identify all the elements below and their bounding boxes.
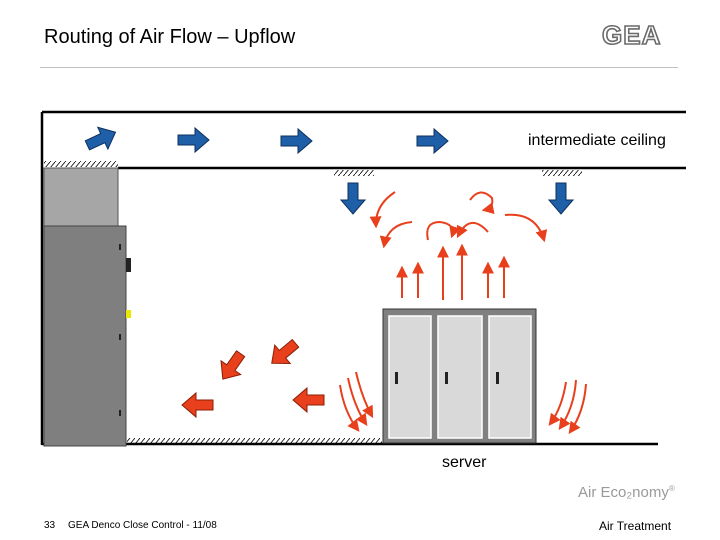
room-outline [40, 110, 686, 446]
server-label: server [442, 454, 487, 471]
red-curved-arrow-icon [568, 383, 587, 434]
page-number: 33 [44, 520, 56, 531]
red-curved-arrow-icon [558, 379, 577, 430]
blue-arrow-icon [547, 182, 575, 215]
cool-air-arrows [84, 126, 575, 215]
air-conditioning-unit [43, 167, 131, 447]
side-warm-air [339, 371, 587, 434]
red-curved-arrow-icon [504, 213, 548, 243]
blue-arrow-icon [339, 182, 367, 215]
blue-arrow-icon [280, 127, 313, 155]
ceiling-label: intermediate ceiling [528, 132, 666, 149]
red-curved-arrow-icon [347, 377, 368, 426]
red-arrow-icon [181, 391, 214, 419]
blue-arrow-icon [177, 126, 210, 154]
registered-mark: ® [668, 484, 675, 493]
red-arrow-icon [292, 386, 325, 414]
air-economy-logo: Air Eco₂nomy® [578, 484, 675, 501]
server-rack [382, 308, 537, 444]
title-divider [40, 67, 678, 68]
footer-text: GEA Denco Close Control - 11/08 [68, 520, 217, 531]
blue-arrow-icon [416, 127, 449, 155]
rising-warm-air [396, 243, 510, 300]
warm-air-arrows [181, 338, 325, 419]
red-arrow-icon [220, 350, 246, 380]
red-curved-arrow-icon [379, 221, 413, 249]
red-curved-arrow-icon [369, 191, 396, 229]
logo-text: GEA [602, 20, 661, 50]
red-curved-arrow-icon [355, 371, 374, 419]
blue-arrow-icon [84, 126, 117, 151]
page-title: Routing of Air Flow – Upflow [44, 26, 296, 48]
red-curved-arrow-icon [426, 220, 461, 241]
red-arrow-icon [271, 338, 300, 364]
red-curved-arrow-icon [469, 191, 495, 214]
red-curved-arrow-icon [456, 222, 489, 239]
hatching [44, 161, 582, 443]
gea-logo: GEA [601, 20, 661, 50]
warm-air-swirls [369, 191, 548, 249]
brand-text: Air Eco₂nomy [578, 484, 669, 501]
red-curved-arrow-icon [339, 384, 360, 432]
footer-category: Air Treatment [599, 519, 672, 533]
red-curved-arrow-icon [548, 381, 567, 426]
